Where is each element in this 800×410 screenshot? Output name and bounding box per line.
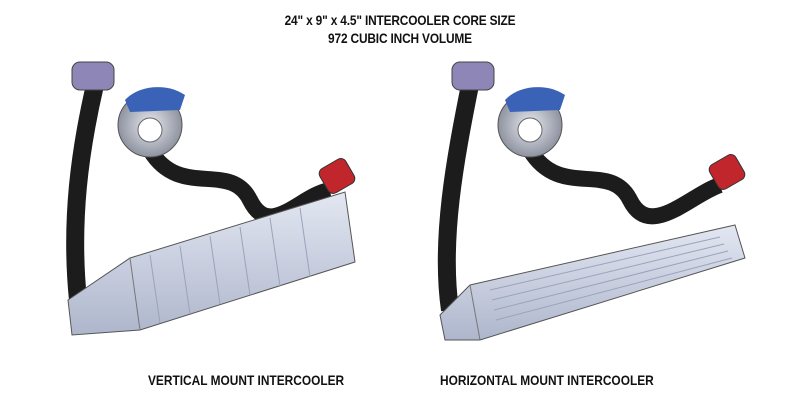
- charge-pipe: [437, 83, 479, 312]
- air-filter: [318, 158, 356, 194]
- caption-vertical-mount: VERTICAL MOUNT INTERCOOLER: [148, 372, 345, 388]
- header-volume: 972 CUBIC INCH VOLUME: [328, 30, 472, 46]
- turbo-accent: [505, 87, 565, 112]
- horizontal-mount-render: [437, 61, 746, 341]
- clamp: [71, 61, 115, 91]
- header-core-size: 24" x 9" x 4.5" INTERCOOLER CORE SIZE: [284, 12, 516, 28]
- intercooler-body: [67, 191, 356, 336]
- clamp: [451, 61, 495, 91]
- air-filter: [708, 154, 746, 190]
- charge-pipe: [66, 82, 104, 301]
- caption-horizontal-mount: HORIZONTAL MOUNT INTERCOOLER: [440, 372, 654, 388]
- intake-pipe: [143, 145, 332, 225]
- intake-pipe: [523, 145, 723, 225]
- turbo-accent: [125, 87, 185, 112]
- vertical-mount-render: [66, 61, 356, 336]
